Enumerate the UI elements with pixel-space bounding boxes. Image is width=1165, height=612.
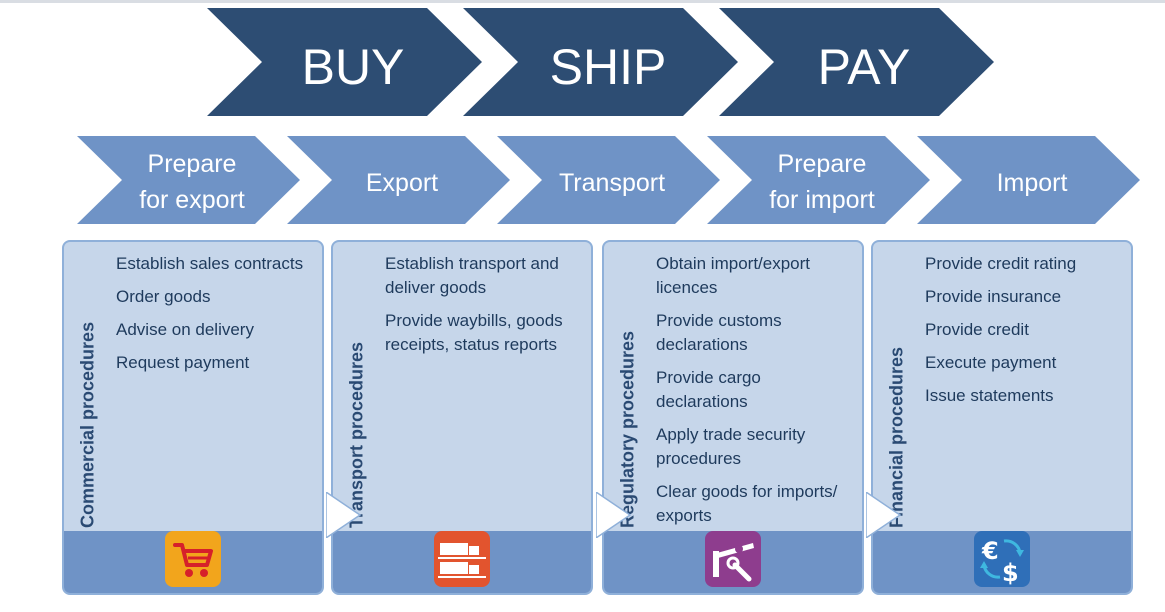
top-border [0, 0, 1165, 3]
list-item: Apply trade security procedures [656, 425, 806, 468]
list-item: Provide cargo declarations [656, 368, 761, 411]
ship-label: SHIP [550, 39, 667, 95]
regulatory-procedures-list: Obtain import/export licences Provide cu… [656, 252, 854, 537]
stage-label-prepare-import-line2: for import [769, 186, 875, 214]
regulatory-procedures-title: Regulatory procedures [617, 330, 638, 528]
svg-text:€: € [981, 537, 999, 565]
prepare-import-chevron [707, 136, 930, 224]
panel-vertical-title: Commercial procedures [70, 248, 106, 528]
import-chevron [917, 136, 1140, 224]
commercial-procedures-panel: Commercial procedures Establish sales co… [62, 240, 324, 595]
list-item: Issue statements [925, 386, 1054, 405]
stage-label-prepare-import-line1: Prepare [778, 150, 867, 178]
buy-chevron [207, 8, 482, 116]
process-arrows: BUY SHIP PAY Prepare for export Export T… [77, 8, 1140, 224]
list-item: Establish transport and deliver goods [385, 254, 559, 297]
list-item: Order goods [116, 287, 211, 306]
ship-chevron [463, 8, 738, 116]
stage-label-transport: Transport [559, 169, 665, 197]
stage-label-import: Import [997, 169, 1068, 197]
list-item: Request payment [116, 353, 250, 372]
connector-arrow-1 [326, 492, 362, 538]
list-item: Provide waybills, goods receipts, status… [385, 311, 563, 354]
panel-vertical-title: Regulatory procedures [610, 248, 646, 528]
trucks-icon [434, 531, 490, 587]
pay-chevron [719, 8, 994, 116]
connector-arrow-3 [866, 492, 902, 538]
connector-arrow-2 [596, 492, 632, 538]
transport-chevron [497, 136, 720, 224]
list-item: Provide credit [925, 320, 1029, 339]
list-item: Advise on delivery [116, 320, 254, 339]
transport-procedures-title: Transport procedures [346, 341, 367, 528]
list-item: Obtain import/export licences [656, 254, 811, 297]
transport-procedures-list: Establish transport and deliver goods Pr… [385, 252, 583, 366]
export-chevron [287, 136, 510, 224]
transport-procedures-panel: Transport procedures Establish transport… [331, 240, 593, 595]
list-item: Establish sales contracts [116, 254, 304, 273]
stage-label-prepare-export-line2: for export [139, 186, 245, 214]
prepare-export-chevron [77, 136, 300, 224]
commercial-procedures-list: Establish sales contracts Order goods Ad… [116, 252, 314, 384]
list-item: Provide insurance [925, 287, 1062, 306]
commercial-procedures-title: Commercial procedures [77, 321, 98, 528]
pay-label: PAY [818, 39, 911, 95]
panel-vertical-title: Financial procedures [879, 248, 915, 528]
financial-procedures-list: Provide credit rating Provide insurance … [925, 252, 1123, 417]
euro-dollar-exchange-icon: € $ [974, 531, 1030, 587]
financial-procedures-panel: Financial procedures Provide credit rati… [871, 240, 1133, 595]
list-item: Execute payment [925, 353, 1057, 372]
list-item: Provide customs declarations [656, 311, 782, 354]
stage-label-export: Export [366, 169, 438, 197]
panel-vertical-title: Transport procedures [339, 248, 375, 528]
buy-label: BUY [302, 39, 405, 95]
shopping-cart-icon [165, 531, 221, 587]
regulatory-procedures-panel: Regulatory procedures Obtain import/expo… [602, 240, 864, 595]
financial-procedures-title: Financial procedures [886, 346, 907, 528]
barrier-wrench-icon [705, 531, 761, 587]
list-item: Provide credit rating [925, 254, 1077, 273]
list-item: Clear goods for imports/ exports [656, 482, 838, 525]
stage-label-prepare-export-line1: Prepare [148, 150, 237, 178]
svg-text:$: $ [1002, 559, 1019, 587]
